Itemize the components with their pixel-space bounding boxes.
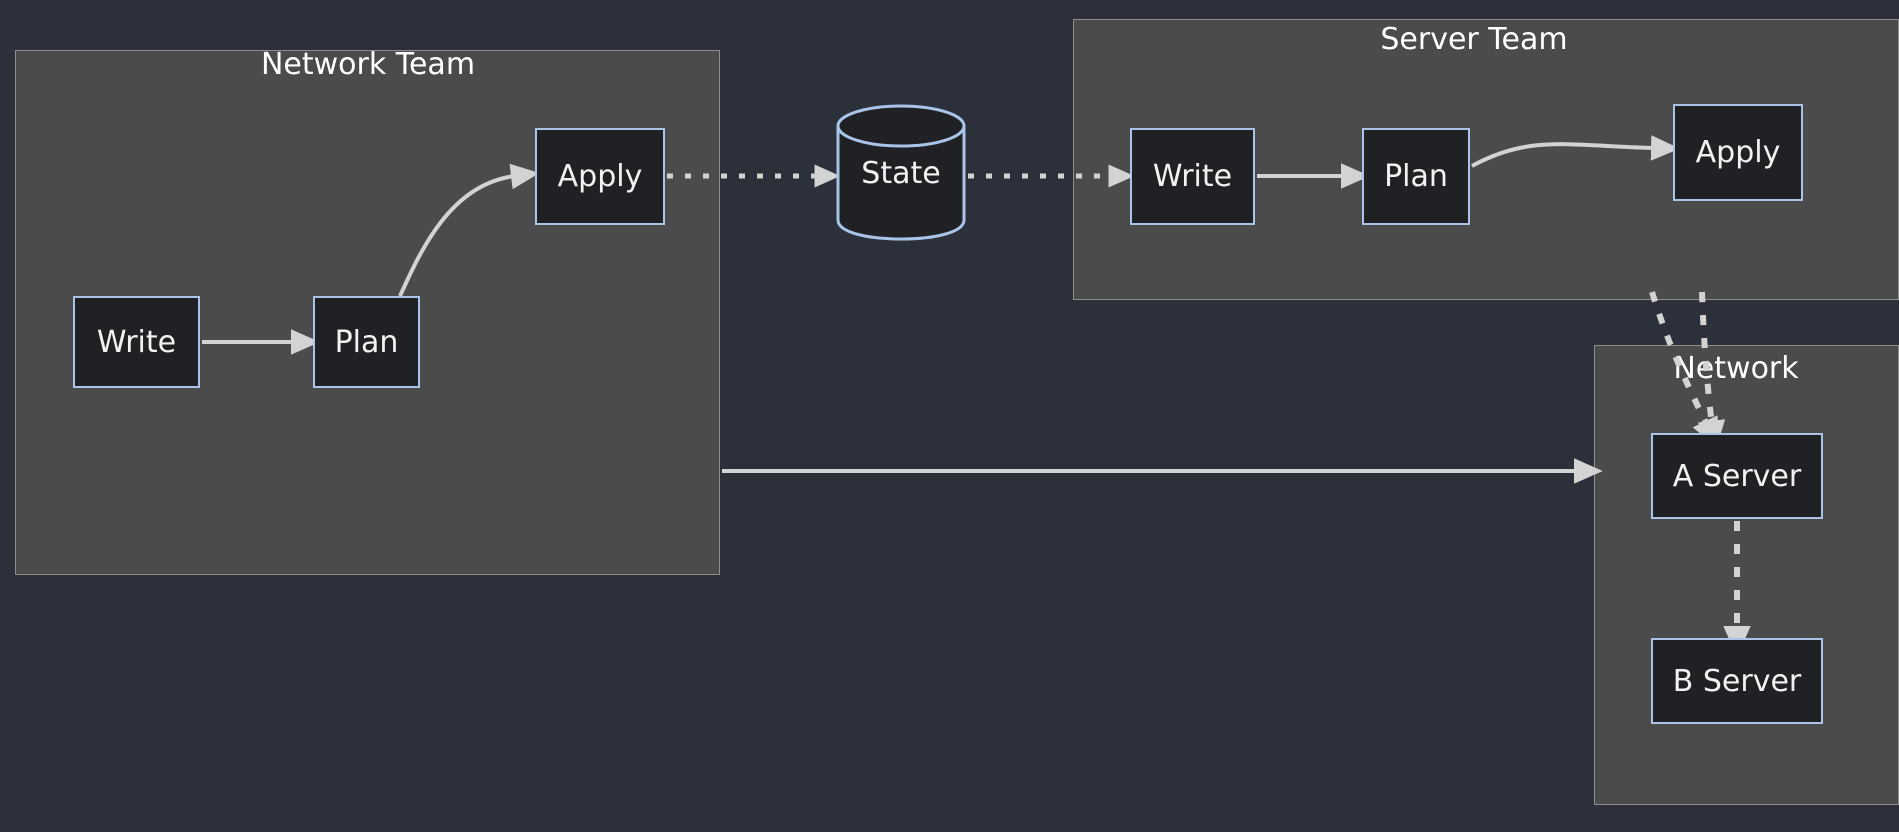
- cylinder-shape: [836, 104, 966, 241]
- cluster-network-label: Network: [1673, 351, 1799, 386]
- node-label: Write: [96, 324, 177, 360]
- node-server-team-apply[interactable]: Apply: [1673, 104, 1803, 201]
- node-b-server[interactable]: B Server: [1651, 638, 1823, 724]
- node-label: Apply: [1695, 135, 1781, 170]
- node-server-team-write[interactable]: Write: [1130, 128, 1255, 225]
- node-network-team-plan[interactable]: Plan: [313, 296, 420, 388]
- cluster-network-team-label: Network Team: [260, 47, 476, 82]
- node-server-team-plan[interactable]: Plan: [1362, 128, 1470, 225]
- node-label: Write: [1152, 159, 1233, 194]
- node-label: B Server: [1672, 663, 1802, 699]
- node-label: Plan: [334, 324, 399, 360]
- cluster-server-team-label: Server Team: [1380, 22, 1568, 57]
- node-label: Apply: [557, 159, 643, 194]
- node-label: A Server: [1672, 458, 1802, 494]
- node-label: Plan: [1384, 159, 1448, 194]
- cluster-network[interactable]: [1594, 345, 1899, 805]
- node-state-database[interactable]: State: [836, 104, 966, 242]
- node-a-server[interactable]: A Server: [1651, 433, 1823, 519]
- node-label: State: [861, 155, 941, 191]
- node-network-team-write[interactable]: Write: [73, 296, 200, 388]
- node-network-team-apply[interactable]: Apply: [535, 128, 665, 225]
